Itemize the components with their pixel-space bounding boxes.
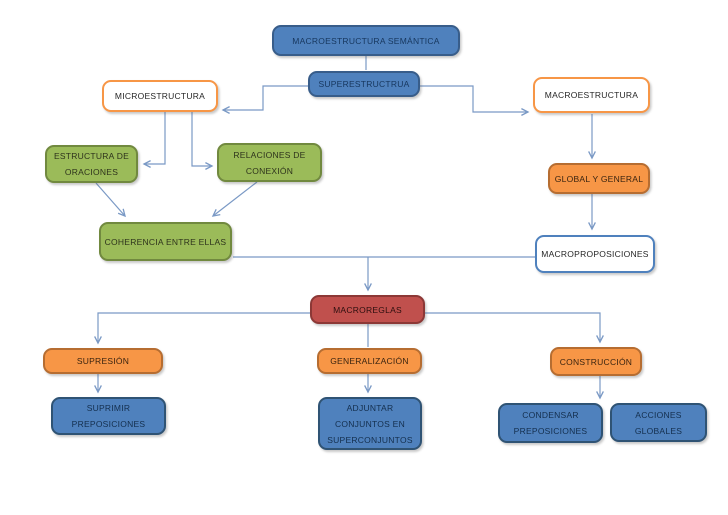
node-suprimir-preposiciones: SUPRIMIR PREPOSICIONES (51, 397, 166, 435)
node-adjuntar-conjuntos: ADJUNTAR CONJUNTOS EN SUPERCONJUNTOS (318, 397, 422, 450)
node-construccion: CONSTRUCCIÓN (550, 347, 642, 376)
node-coherencia-entre-ellas: COHERENCIA ENTRE ELLAS (99, 222, 232, 261)
connector-macroreglas-construccion (425, 312, 604, 344)
node-supresion: SUPRESIÓN (43, 348, 163, 374)
node-macroestructura-semantica: MACROESTRUCTURA SEMÁNTICA (272, 25, 460, 56)
node-relaciones-de-conexion: RELACIONES DE CONEXIÓN (217, 143, 322, 182)
node-superestructura: SUPERESTRUCTRUA (308, 71, 420, 97)
node-microestructura: MICROESTRUCTURA (102, 80, 218, 112)
node-generalizacion: GENERALIZACIÓN (317, 348, 422, 374)
node-macroreglas: MACROREGLAS (310, 295, 425, 324)
node-macroestructura: MACROESTRUCTURA (533, 77, 650, 113)
node-macroproposiciones: MACROPROPOSICIONES (535, 235, 655, 273)
connector-macroreglas-supresion (94, 312, 310, 345)
node-acciones-globales: ACCIONES GLOBALES (610, 403, 707, 442)
connector-microestructura-estructura-oraciones (142, 112, 166, 168)
node-condensar-preposiciones: CONDENSAR PREPOSICIONES (498, 403, 603, 443)
connector-superestructura-microestructura (221, 85, 308, 114)
connector-microestructura-relaciones-conexion (191, 112, 214, 170)
node-global-y-general: GLOBAL Y GENERAL (548, 163, 650, 194)
connector-relaciones-conexion-coherencia (211, 181, 258, 217)
connector-superestructura-macroestructura (420, 85, 530, 116)
node-estructura-de-oraciones: ESTRUCTURA DE ORACIONES (45, 145, 138, 183)
connector-estructura-oraciones-coherencia (95, 182, 126, 218)
